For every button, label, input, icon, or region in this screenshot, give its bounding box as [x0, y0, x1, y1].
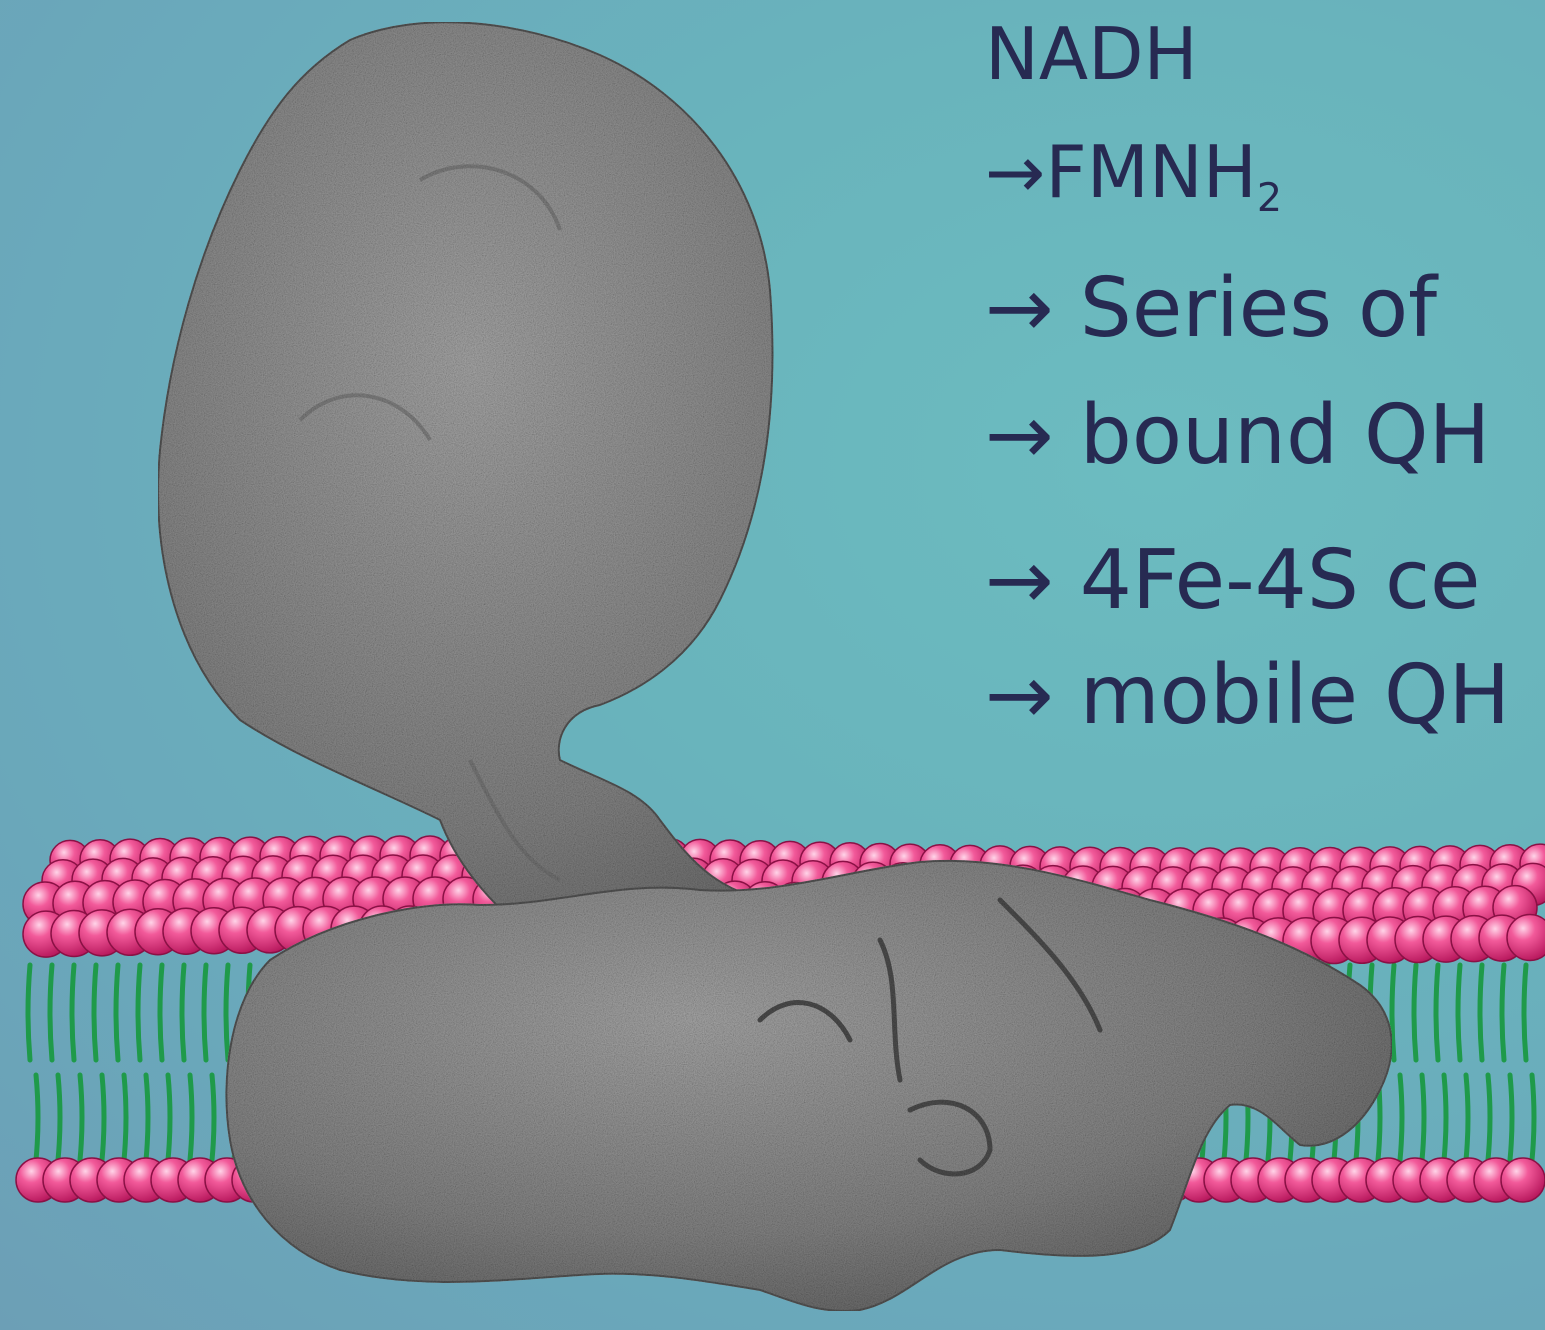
lipid-tail — [146, 1075, 148, 1160]
arrow-right-icon: → — [985, 268, 1054, 350]
step-0-text: NADH — [985, 12, 1198, 96]
arrow-right-icon: → — [985, 655, 1054, 737]
lipid-tail — [1480, 965, 1482, 1060]
step-4-text: 4Fe-4S ce — [1054, 533, 1481, 628]
lipid-tail — [1532, 1075, 1534, 1160]
lipid-tail — [182, 965, 184, 1060]
lipid-tail — [1400, 1075, 1402, 1160]
lipid-tail — [1466, 1075, 1468, 1160]
lipid-tail — [36, 1075, 38, 1160]
lipid-tail — [28, 965, 30, 1060]
step-5-text: mobile QH — [1054, 648, 1510, 743]
lipid-tail — [1436, 965, 1438, 1060]
lipid-tail — [1524, 965, 1526, 1060]
lipid-tail — [124, 1075, 126, 1160]
pathway-step-nadh: NADH — [985, 18, 1198, 90]
step-3-text: bound QH — [1054, 388, 1491, 483]
lipid-tail — [212, 1075, 214, 1160]
lipid-tail — [72, 965, 74, 1060]
pathway-step-4fe4s: → 4Fe-4S ce — [985, 540, 1481, 622]
lipid-tail — [116, 965, 118, 1060]
lipid-tail — [204, 965, 206, 1060]
pathway-step-fmnh2: →FMNH2 — [985, 136, 1282, 208]
lipid-tail — [190, 1075, 192, 1160]
lipid-tail — [50, 965, 52, 1060]
pathway-step-mobile-qh: → mobile QH — [985, 655, 1510, 737]
lipid-tail — [58, 1075, 60, 1160]
lipid-head — [1507, 914, 1545, 960]
electron-pathway: NADH →FMNH2 → Series of → bound QH → 4Fe… — [985, 0, 1545, 760]
step-2-text: Series of — [1054, 261, 1437, 356]
lipid-tail — [1444, 1075, 1446, 1160]
step-1-subscript: 2 — [1257, 175, 1282, 221]
lipid-tail — [1502, 965, 1504, 1060]
arrow-right-icon: → — [985, 540, 1054, 622]
lipid-tail — [138, 965, 140, 1060]
lipid-tail — [80, 1075, 82, 1160]
step-1-text: FMNH — [1045, 130, 1257, 214]
lipid-tail — [1422, 1075, 1424, 1160]
lipid-tail — [160, 965, 162, 1060]
lipid-tail — [94, 965, 96, 1060]
lipid-tail — [102, 1075, 104, 1160]
pathway-step-series: → Series of — [985, 268, 1437, 350]
lipid-tail — [168, 1075, 170, 1160]
lipid-tail — [1488, 1075, 1490, 1160]
arrow-right-icon: → — [985, 136, 1045, 208]
lipid-tail — [1414, 965, 1416, 1060]
lipid-tail — [1510, 1075, 1512, 1160]
lipid-tail — [226, 965, 228, 1060]
lipid-head — [1501, 1158, 1545, 1202]
pathway-step-bound-qh: → bound QH — [985, 395, 1490, 477]
lipid-tail — [1458, 965, 1460, 1060]
protein-membrane-arm — [226, 861, 1391, 1311]
arrow-right-icon: → — [985, 395, 1054, 477]
